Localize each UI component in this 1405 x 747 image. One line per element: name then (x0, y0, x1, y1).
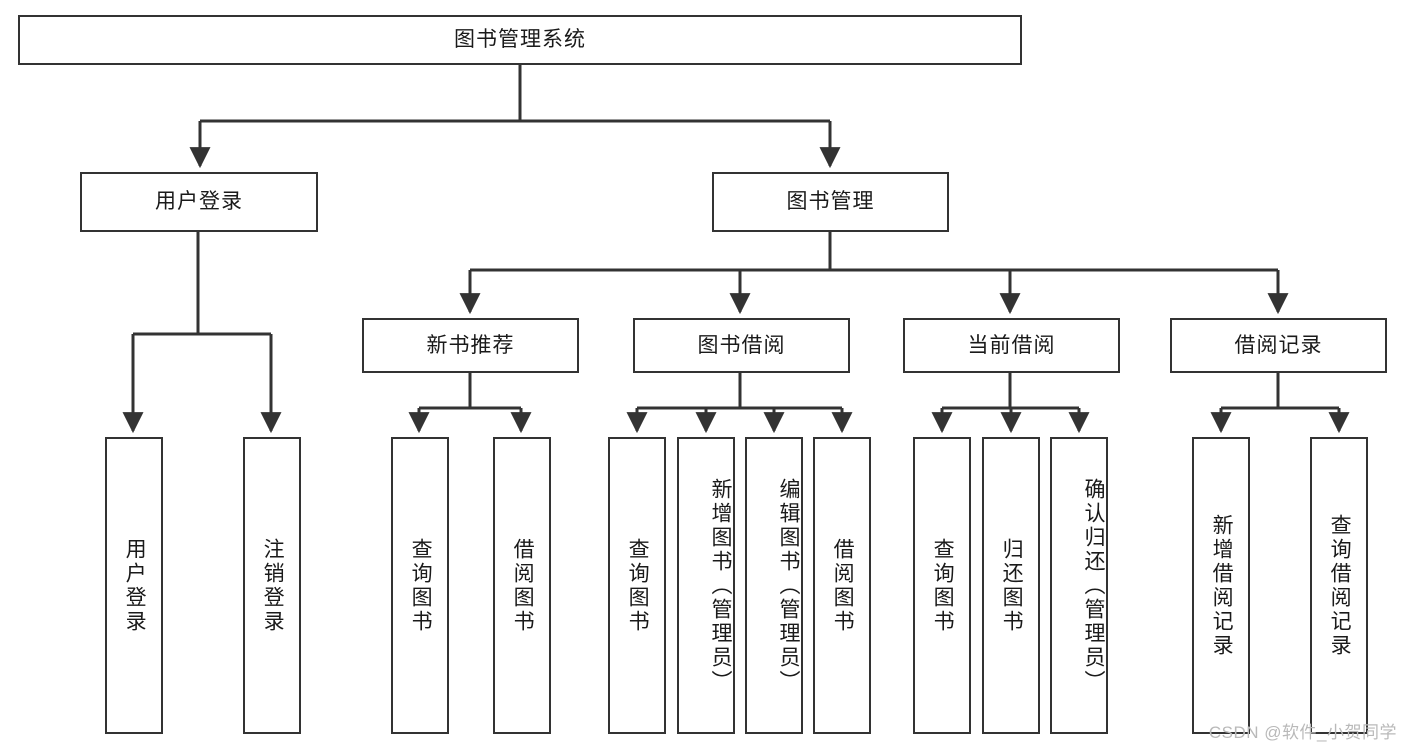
leaf-book-borrow-add[interactable]: 新增图书（管理员） (677, 437, 735, 734)
leaf-label: 用户登录 (123, 537, 147, 634)
leaf-user-login-login[interactable]: 用户登录 (105, 437, 163, 734)
leaf-book-borrow-query[interactable]: 查询图书 (608, 437, 666, 734)
leaf-current-borrow-return[interactable]: 归还图书 (982, 437, 1040, 734)
node-new-book-recommend-label: 新书推荐 (426, 333, 515, 357)
leaf-label: 借阅图书 (511, 537, 535, 634)
leaf-book-borrow-edit[interactable]: 编辑图书（管理员） (745, 437, 803, 734)
leaf-label: 归还图书 (1000, 537, 1024, 634)
leaf-current-borrow-confirm-return[interactable]: 确认归还（管理员） (1050, 437, 1108, 734)
leaf-label: 新增图书（管理员） (709, 477, 732, 694)
node-book-borrow-label: 图书借阅 (697, 333, 786, 357)
node-new-book-recommend[interactable]: 新书推荐 (362, 318, 579, 373)
node-book-borrow[interactable]: 图书借阅 (633, 318, 850, 373)
leaf-user-login-logout[interactable]: 注销登录 (243, 437, 301, 734)
leaf-label: 查询图书 (409, 537, 433, 634)
leaf-new-book-borrow[interactable]: 借阅图书 (493, 437, 551, 734)
leaf-current-borrow-query[interactable]: 查询图书 (913, 437, 971, 734)
watermark: CSDN @软件_小贺同学 (1208, 723, 1397, 742)
node-current-borrow[interactable]: 当前借阅 (903, 318, 1120, 373)
leaf-label: 查询借阅记录 (1328, 513, 1352, 658)
node-book-manage-label: 图书管理 (786, 190, 875, 214)
leaf-label: 确认归还（管理员） (1082, 477, 1105, 694)
node-user-login-label: 用户登录 (155, 190, 243, 214)
node-user-login[interactable]: 用户登录 (80, 172, 318, 232)
leaf-book-borrow-borrow[interactable]: 借阅图书 (813, 437, 871, 734)
leaf-borrow-record-query[interactable]: 查询借阅记录 (1310, 437, 1368, 734)
leaf-label: 查询图书 (931, 537, 955, 634)
leaf-label: 借阅图书 (831, 537, 855, 634)
node-root-label: 图书管理系统 (454, 28, 586, 52)
node-book-manage[interactable]: 图书管理 (712, 172, 949, 232)
node-borrow-record-label: 借阅记录 (1234, 333, 1323, 357)
leaf-label: 编辑图书（管理员） (777, 477, 800, 694)
node-borrow-record[interactable]: 借阅记录 (1170, 318, 1387, 373)
leaf-borrow-record-add[interactable]: 新增借阅记录 (1192, 437, 1250, 734)
leaf-label: 查询图书 (626, 537, 650, 634)
node-root[interactable]: 图书管理系统 (18, 15, 1022, 65)
node-current-borrow-label: 当前借阅 (967, 333, 1056, 357)
leaf-new-book-query[interactable]: 查询图书 (391, 437, 449, 734)
leaf-label: 新增借阅记录 (1210, 513, 1234, 658)
leaf-label: 注销登录 (261, 537, 285, 634)
